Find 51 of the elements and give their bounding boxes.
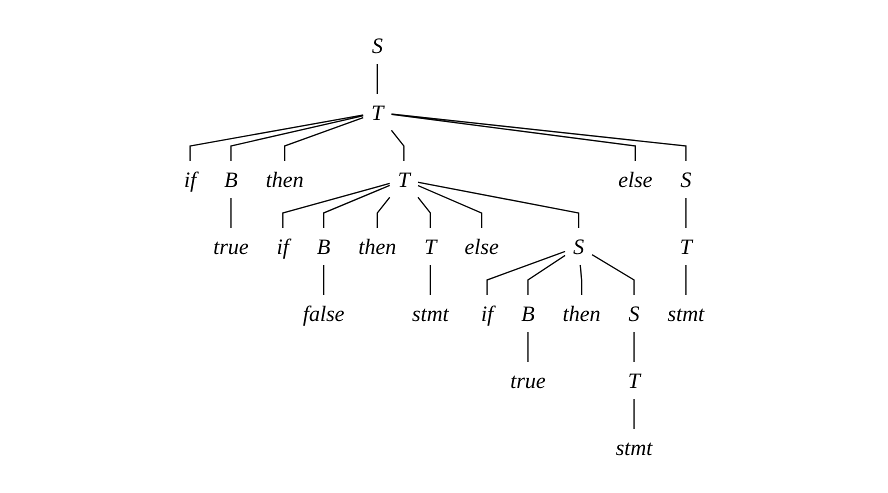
- node-text: B: [224, 166, 238, 192]
- connector: [322, 184, 390, 228]
- node-text: S: [680, 166, 692, 192]
- connector: [417, 196, 431, 228]
- connector: [527, 332, 528, 362]
- connector: [430, 265, 431, 295]
- connector: [633, 398, 635, 429]
- connector: [685, 265, 686, 295]
- node-text: then: [562, 300, 600, 326]
- node-text: B: [316, 234, 330, 259]
- node-text: stmt: [412, 300, 449, 326]
- node-text: if: [184, 166, 196, 192]
- node-text: T: [628, 368, 640, 393]
- node-text: S: [628, 300, 640, 326]
- node-text: true: [510, 368, 546, 393]
- connector: [376, 64, 378, 94]
- connector: [579, 264, 582, 295]
- node-text: stmt: [616, 434, 652, 460]
- node-text: stmt: [667, 300, 704, 326]
- connector: [390, 130, 404, 161]
- node-text: T: [424, 234, 436, 259]
- connector: [391, 113, 686, 161]
- connector: [592, 254, 635, 295]
- node-text: B: [521, 300, 535, 326]
- node-text: else: [464, 234, 499, 259]
- node-text: true: [213, 234, 249, 259]
- node-text: else: [618, 166, 652, 192]
- node-text: if: [480, 300, 494, 326]
- connector: [230, 198, 232, 228]
- node-text: then: [358, 234, 396, 259]
- connector: [189, 114, 364, 161]
- connector: [376, 196, 390, 228]
- node-text: T: [680, 234, 692, 259]
- node-text: T: [398, 166, 410, 192]
- connector: [418, 184, 482, 228]
- connector: [284, 116, 364, 161]
- node-text: if: [276, 234, 289, 259]
- node-text: then: [266, 166, 304, 192]
- connector: [685, 198, 686, 228]
- connector: [418, 182, 580, 228]
- node-text: T: [371, 100, 384, 125]
- connector: [486, 250, 566, 295]
- node-text: false: [302, 300, 344, 326]
- connector: [282, 182, 390, 228]
- node-text: S: [372, 33, 383, 58]
- connector: [527, 254, 566, 295]
- connector: [391, 114, 636, 161]
- connector: [633, 332, 635, 362]
- connector: [322, 265, 324, 295]
- node-text: S: [572, 234, 584, 259]
- connector: [230, 115, 364, 161]
